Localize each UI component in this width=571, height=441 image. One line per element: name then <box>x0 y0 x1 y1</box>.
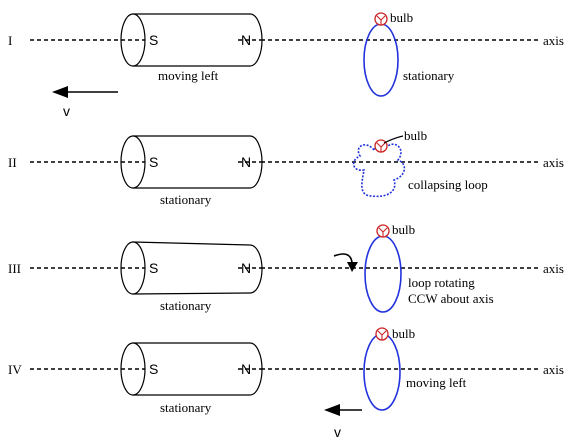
row-4-magnet-north: N <box>241 361 251 377</box>
row-1-velocity-label: v <box>63 103 70 119</box>
row-4-label: IV <box>8 362 22 377</box>
row-4-axis-label: axis <box>543 362 564 377</box>
row-1-bulb-icon <box>374 12 388 26</box>
row-2: II axis S N stationary bulb collapsing l… <box>8 128 564 207</box>
row-2-bulb-pointer <box>383 135 404 144</box>
row-3-loop-state-line2: CCW about axis <box>408 291 494 306</box>
row-4-magnet-state: stationary <box>160 400 212 415</box>
row-3-magnet-north: N <box>241 260 251 276</box>
row-1-velocity-arrow <box>52 86 118 98</box>
row-1: I axis S N moving left v bulb stationary <box>8 10 564 119</box>
row-4-magnet <box>120 342 263 396</box>
row-3-bulb-icon <box>376 224 390 238</box>
row-2-label: II <box>8 155 17 170</box>
row-1-bulb-label: bulb <box>390 10 413 25</box>
row-4-bulb-label: bulb <box>392 326 415 341</box>
row-3-magnet-south: S <box>149 260 158 276</box>
row-1-label: I <box>8 33 12 48</box>
row-1-loop <box>363 23 399 97</box>
row-4-bulb-icon <box>375 327 389 341</box>
row-4-magnet-south: S <box>149 361 158 377</box>
row-2-magnet <box>120 135 263 189</box>
row-4-velocity-label: v <box>334 424 341 440</box>
row-2-magnet-state: stationary <box>160 192 212 207</box>
row-2-loop-state: collapsing loop <box>408 177 488 192</box>
row-4-loop <box>363 333 401 411</box>
row-1-magnet <box>120 13 263 67</box>
row-3-loop <box>364 235 402 313</box>
row-1-magnet-south: S <box>149 32 158 48</box>
row-4-loop-state: moving left <box>406 375 467 390</box>
row-3-loop-state-line1: loop rotating <box>408 275 475 290</box>
row-3-magnet-state: stationary <box>160 298 212 313</box>
row-2-magnet-north: N <box>241 154 251 170</box>
row-3-axis-label: axis <box>543 261 564 276</box>
row-1-magnet-north: N <box>241 32 251 48</box>
row-3-bulb-label: bulb <box>392 222 415 237</box>
row-1-axis-label: axis <box>543 33 564 48</box>
row-4-velocity-arrow <box>324 404 362 416</box>
row-4: IV axis S N stationary bulb moving left … <box>8 326 564 440</box>
row-3-label: III <box>8 261 21 276</box>
row-2-bulb-label: bulb <box>404 128 427 143</box>
row-3-rotation-arrow <box>333 253 358 272</box>
row-3: III axis S N stationary bulb loop rotati… <box>8 222 564 313</box>
row-2-axis-label: axis <box>543 155 564 170</box>
row-3-magnet <box>120 241 263 295</box>
row-2-collapsing-loop <box>352 142 406 198</box>
row-2-magnet-south: S <box>149 154 158 170</box>
row-1-loop-state: stationary <box>403 68 455 83</box>
row-1-magnet-state: moving left <box>158 68 219 83</box>
